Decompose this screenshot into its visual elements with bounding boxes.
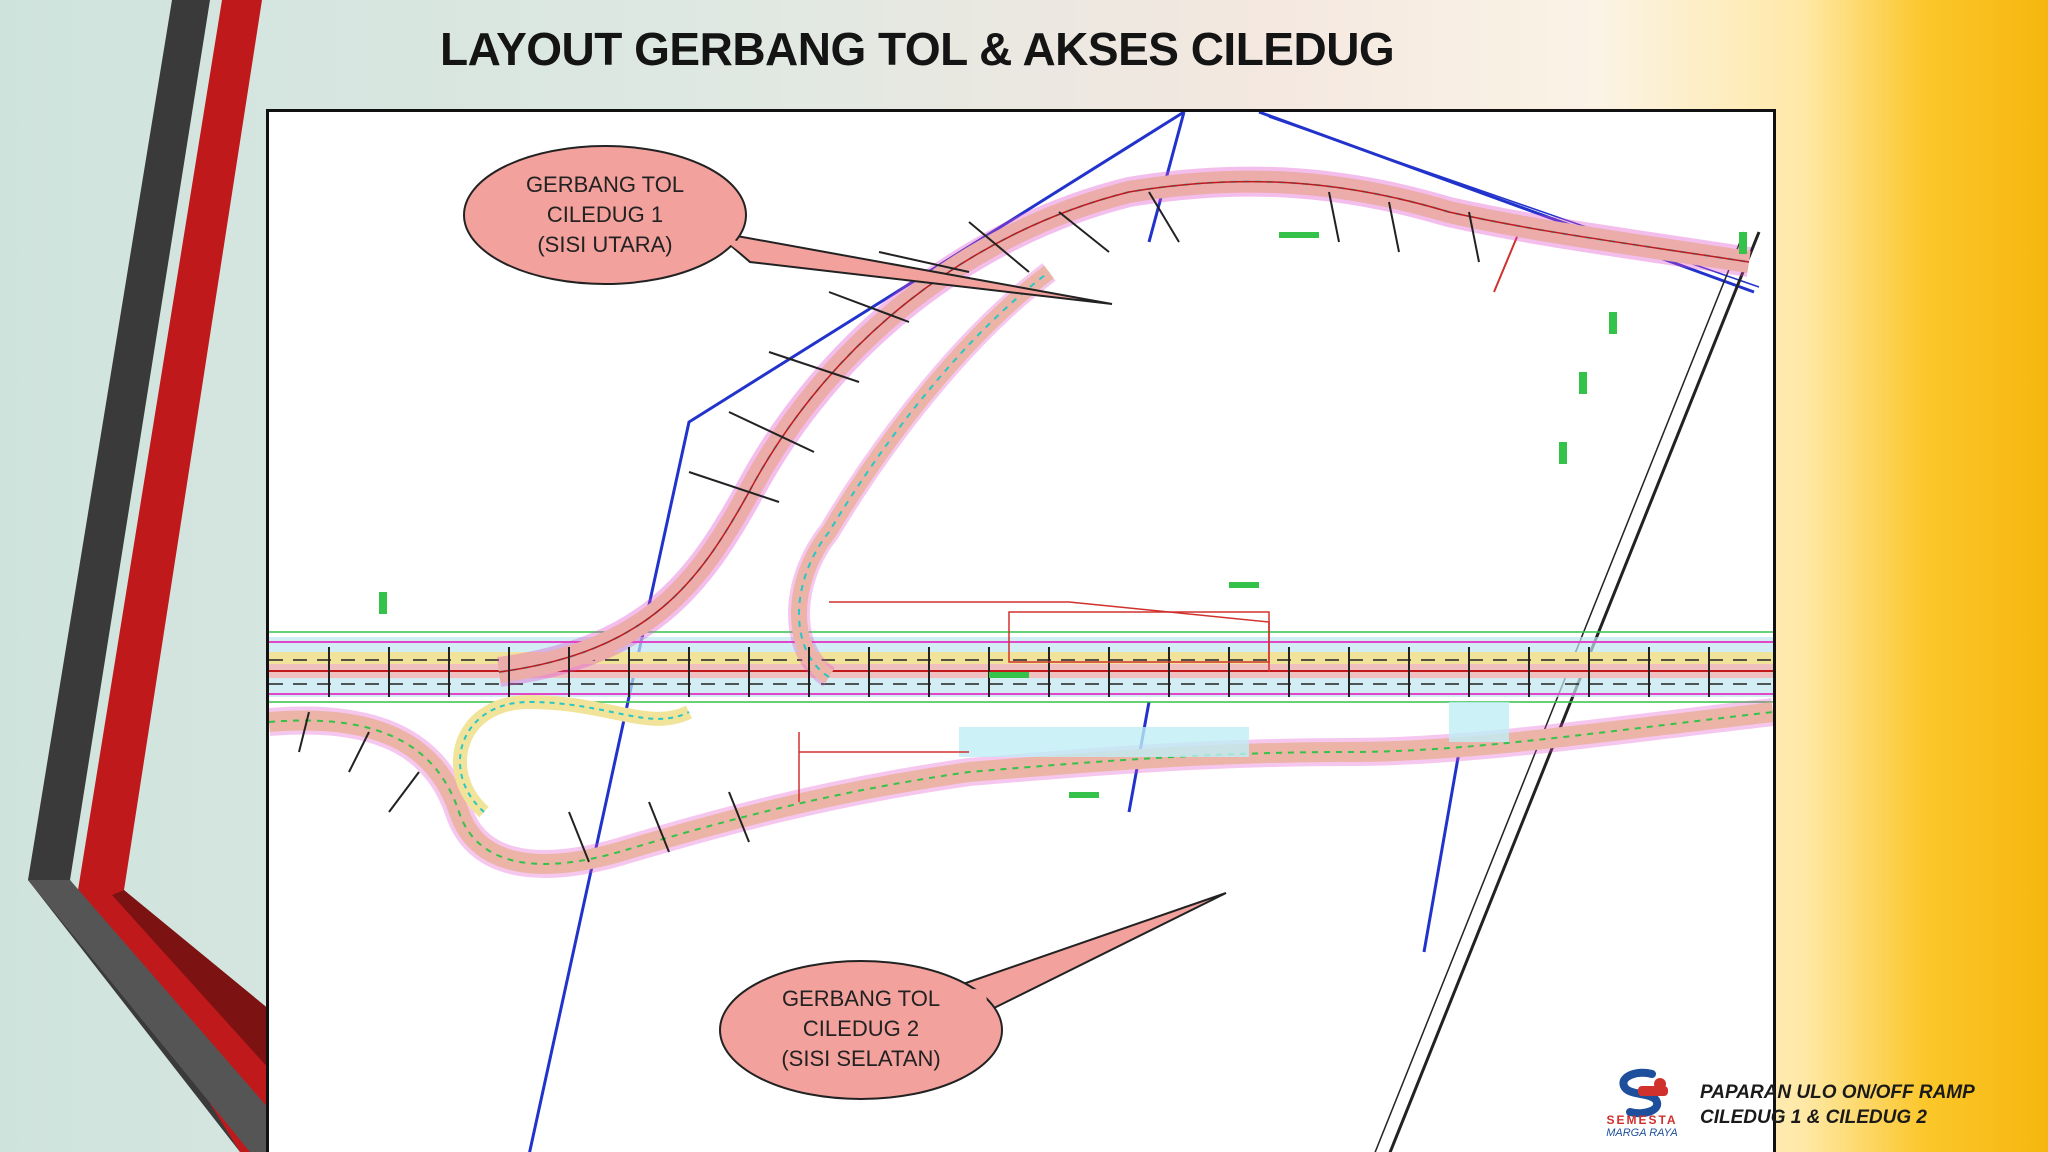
callout-north-line-1: GERBANG TOL — [525, 172, 685, 197]
south-loop-ramp — [269, 694, 1773, 878]
footer-caption: PAPARAN ULO ON/OFF RAMP CILEDUG 1 & CILE… — [1700, 1080, 1975, 1130]
gray-stripe-front — [28, 880, 270, 1152]
red-stripe — [78, 0, 270, 1152]
cross-section-ticks — [298, 191, 1710, 863]
footer-line-2: CILEDUG 1 & CILEDUG 2 — [1700, 1107, 1927, 1128]
logo-text-marga-raya: MARGA RAYA — [1606, 1127, 1678, 1139]
callout-south-line-3: (SISI SELATAN) — [781, 1046, 941, 1071]
green-markers — [379, 232, 1747, 798]
logo-text-semesta: SEMESTA — [1606, 1113, 1678, 1127]
callout-north-line-2: CILEDUG 1 — [546, 202, 664, 227]
layout-drawing-frame — [266, 109, 1776, 1152]
dark-red-stripe — [112, 890, 270, 1070]
north-ramp — [497, 166, 1752, 687]
slide-title: LAYOUT GERBANG TOL & AKSES CILEDUG — [440, 23, 1395, 75]
callout-north-line-3: (SISI UTARA) — [537, 232, 673, 257]
road-layout-plan — [269, 112, 1773, 1152]
callout-text-north: GERBANG TOL CILEDUG 1 (SISI UTARA) — [464, 170, 746, 260]
footer-line-1: PAPARAN ULO ON/OFF RAMP — [1700, 1082, 1975, 1103]
semesta-logo-icon — [1619, 1068, 1668, 1118]
callout-text-south: GERBANG TOL CILEDUG 2 (SISI SELATAN) — [720, 984, 1002, 1074]
callout-south-line-2: CILEDUG 2 — [802, 1016, 920, 1041]
main-toll-road — [269, 631, 1773, 703]
annotation-boxes — [798, 601, 1270, 802]
gray-stripe-back — [28, 0, 280, 1152]
callout-south-line-1: GERBANG TOL — [781, 986, 941, 1011]
